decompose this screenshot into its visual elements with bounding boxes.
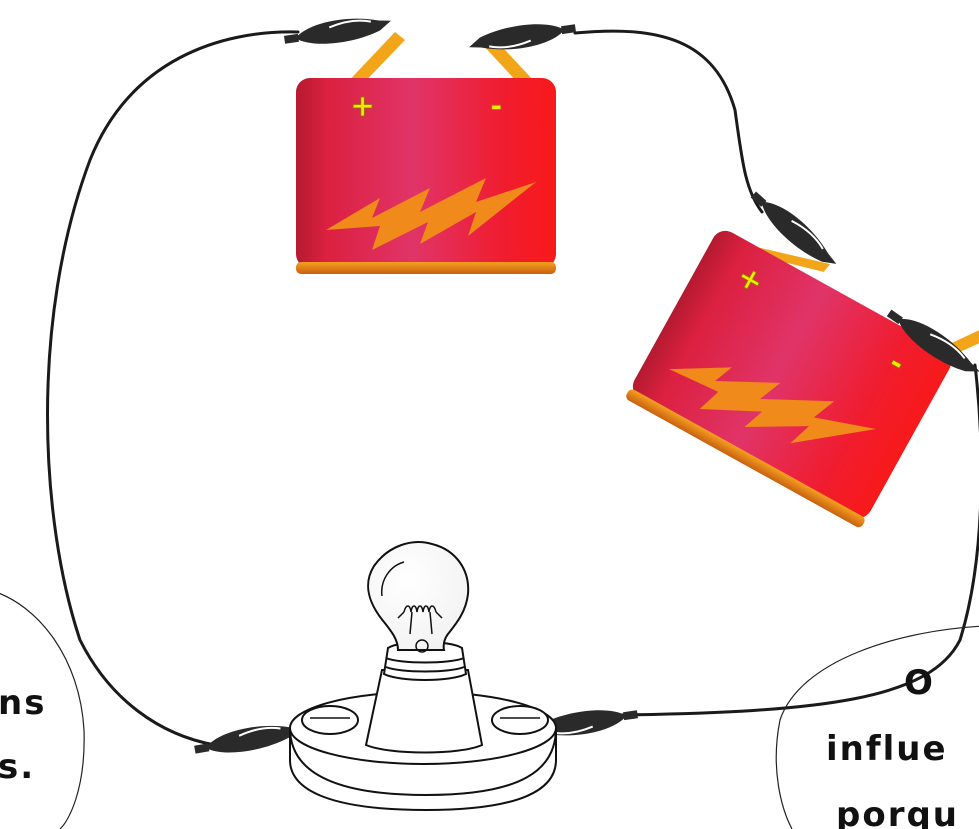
battery-right: + - (626, 230, 979, 528)
lightning-icon (669, 367, 877, 444)
speech-text-line1: ns (0, 683, 46, 723)
alligator-clip-icon (750, 191, 837, 264)
alligator-clip-icon (886, 309, 979, 372)
battery-top: + - (296, 32, 556, 274)
battery-base (296, 262, 556, 274)
terminal-wire-positive (757, 247, 831, 272)
alligator-clip-icon (469, 24, 577, 50)
wire-right-lower (618, 363, 979, 717)
alligator-clip-icon (194, 725, 301, 754)
terminal-wire-positive (340, 32, 405, 92)
wire-left (46, 30, 300, 747)
negative-sign: - (490, 89, 502, 124)
screw-terminal-right (491, 705, 549, 735)
speech-bubble-outline (775, 625, 979, 829)
speech-bubble-outline (0, 592, 85, 829)
speech-bubble-right: O influe porqu (775, 625, 979, 829)
speech-text-line2: influe (826, 729, 948, 769)
screw-terminal-left (301, 705, 359, 735)
wire-top-right (573, 29, 764, 214)
speech-bubble-left: ns s. (0, 592, 85, 829)
bulb-glass (367, 541, 470, 651)
bulb-socket-base (289, 727, 557, 812)
wires (46, 29, 979, 747)
alligator-clip-icon (283, 18, 391, 44)
battery-body (632, 230, 952, 518)
speech-text-line3: porqu (836, 795, 959, 829)
clips (194, 18, 979, 754)
bulb-holder (364, 669, 484, 754)
positive-sign: + (350, 89, 375, 124)
light-bulb-icon (289, 541, 557, 812)
speech-text-line1: O (904, 663, 935, 703)
battery-base (626, 389, 865, 528)
speech-text-line2: s. (0, 747, 35, 787)
filament (403, 605, 437, 613)
lightning-icon (326, 178, 536, 250)
